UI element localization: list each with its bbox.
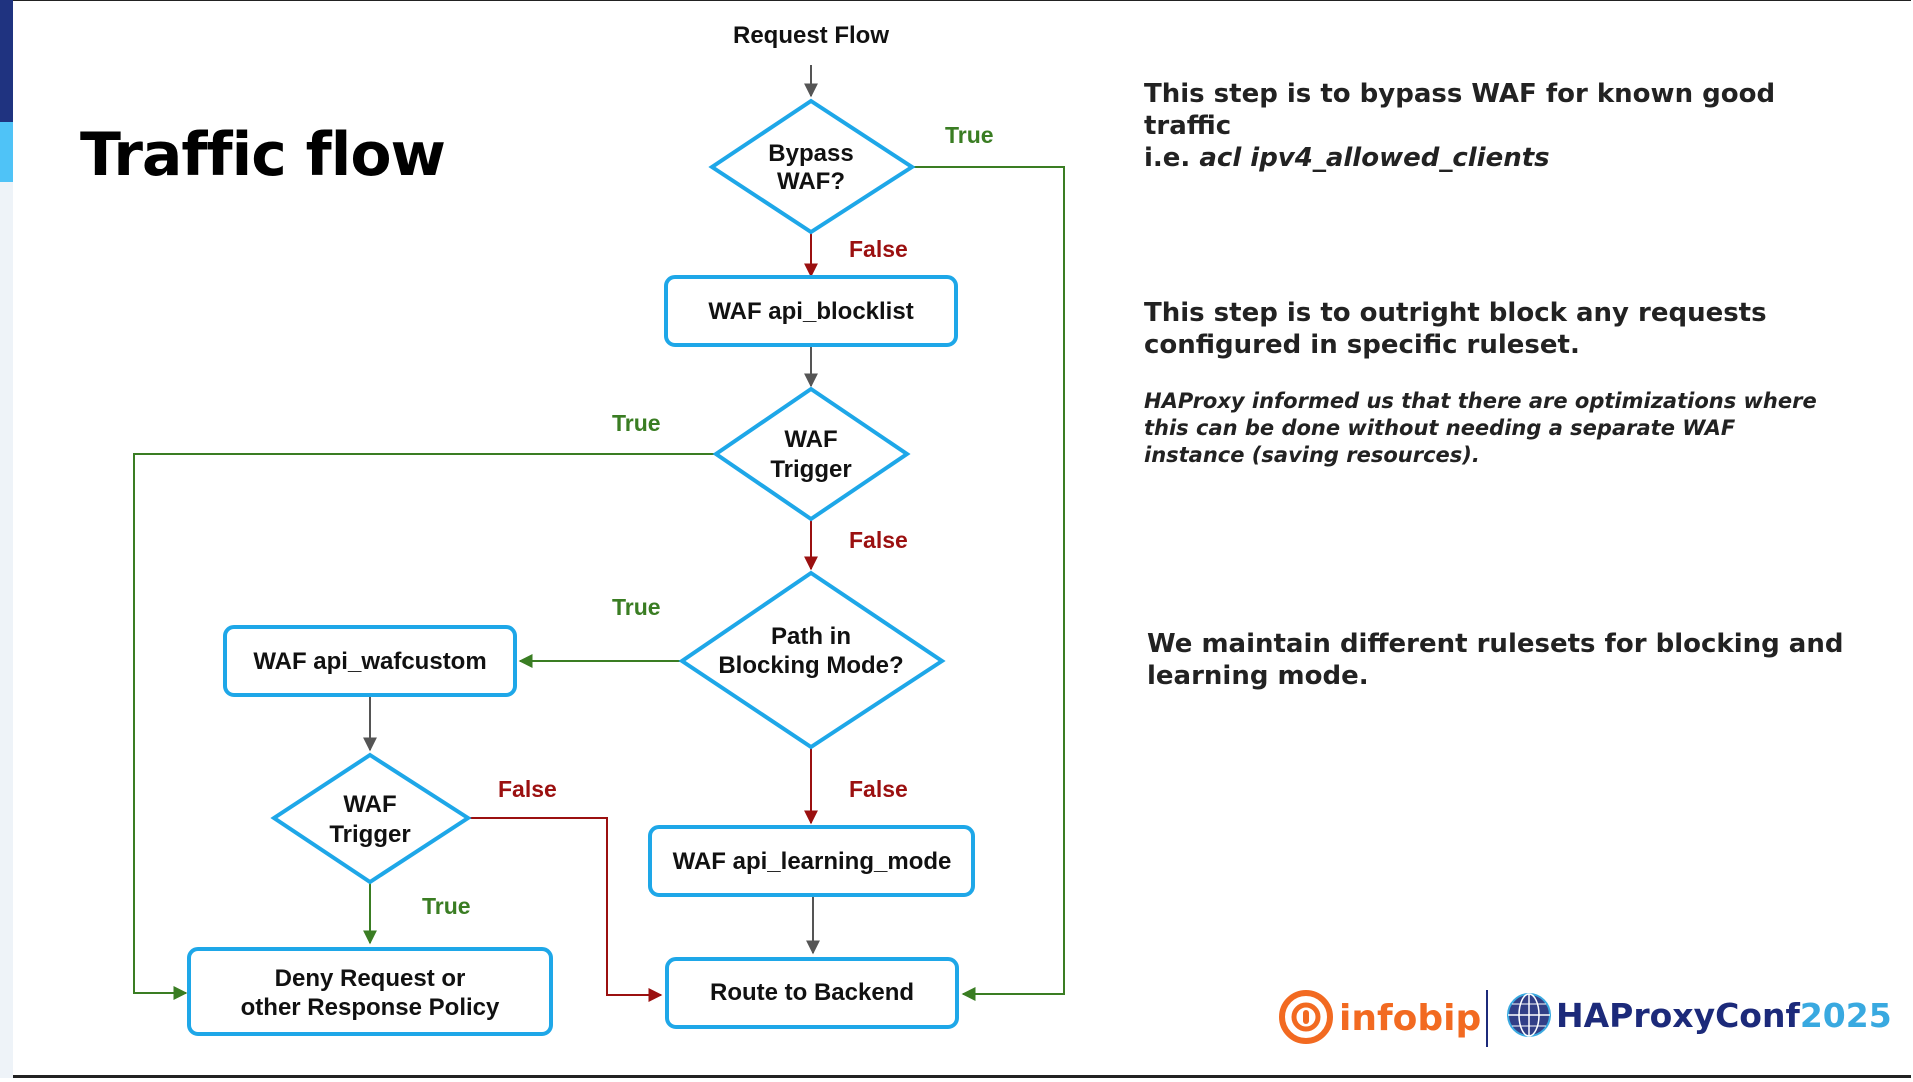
process-blocklist: WAF api_blocklist xyxy=(664,275,958,347)
decision-waf-trigger-2: WAF Trigger xyxy=(270,752,472,885)
label-bypass-false: False xyxy=(849,236,908,262)
accent-strip-navy xyxy=(0,0,13,122)
infobip-ring-icon xyxy=(1279,990,1333,1044)
process-wafcustom: WAF api_wafcustom xyxy=(223,625,517,697)
edge-trigger2-false xyxy=(468,817,663,1002)
label-trigger2-false: False xyxy=(498,776,557,802)
label-path-false: False xyxy=(849,776,908,802)
haproxyconf-logo: HAProxyConf2025 xyxy=(1507,993,1892,1037)
decision-bypass-line2: WAF? xyxy=(777,168,845,195)
label-path-true: True xyxy=(612,594,661,620)
edge-trigger1-true xyxy=(133,453,716,1000)
label-trigger1-true: True xyxy=(612,410,661,436)
process-learning-mode: WAF api_learning_mode xyxy=(648,825,975,897)
note-bypass-acl: acl ipv4_allowed_clients xyxy=(1199,143,1550,173)
decision-waf-trigger-1: WAF Trigger xyxy=(712,386,911,522)
haproxyconf-year: 2025 xyxy=(1800,996,1892,1035)
decision-path-line2: Blocking Mode? xyxy=(718,652,903,679)
note-haproxy-line2: this can be done without needing a separ… xyxy=(1144,416,1736,440)
note-bypass-prefix: i.e. xyxy=(1144,143,1200,173)
note-bypass-line3: i.e. acl ipv4_allowed_clients xyxy=(1144,142,1864,174)
note-bypass-line2: traffic xyxy=(1144,111,1232,141)
note-rulesets-line2: learning mode. xyxy=(1147,661,1369,691)
terminal-deny-request: Deny Request or other Response Policy xyxy=(187,947,553,1036)
note-bypass-line1: This step is to bypass WAF for known goo… xyxy=(1144,79,1776,109)
label-trigger2-true: True xyxy=(422,893,471,919)
decision-bypass-line1: Bypass xyxy=(768,140,853,167)
slide-title: Traffic flow xyxy=(80,120,446,190)
edge-labels: True False True False True False False T… xyxy=(422,122,994,919)
edge-bypass-true xyxy=(912,166,1065,1001)
label-bypass-true: True xyxy=(945,122,994,148)
process-learning-label: WAF api_learning_mode xyxy=(673,848,952,875)
terminal-backend-label: Route to Backend xyxy=(710,979,914,1006)
terminal-deny-line1: Deny Request or xyxy=(275,965,466,992)
note-bypass: This step is to bypass WAF for known goo… xyxy=(1144,78,1864,174)
start-label: Request Flow xyxy=(733,22,889,49)
terminal-deny-line2: other Response Policy xyxy=(241,994,500,1021)
note-haproxy-line1: HAProxy informed us that there are optim… xyxy=(1144,389,1817,413)
note-blocklist-line1: This step is to outright block any reque… xyxy=(1144,298,1767,328)
process-wafcustom-label: WAF api_wafcustom xyxy=(253,648,486,675)
nodes: Request Flow Bypass WAF? WAF api_blockli… xyxy=(187,22,975,1036)
decision-bypass-waf: Bypass WAF? xyxy=(708,98,916,235)
note-rulesets: We maintain different rulesets for block… xyxy=(1147,628,1867,692)
haproxyconf-name: HAProxyConf xyxy=(1556,996,1800,1035)
process-blocklist-label: WAF api_blocklist xyxy=(708,298,913,325)
note-haproxy-line3: instance (saving resources). xyxy=(1144,443,1480,467)
decision-path-blocking-mode: Path in Blocking Mode? xyxy=(678,570,946,750)
decision-trigger2-line2: Trigger xyxy=(329,821,410,848)
infobip-logo: infobip xyxy=(1279,990,1481,1044)
decision-trigger1-line2: Trigger xyxy=(770,456,851,483)
note-blocklist: This step is to outright block any reque… xyxy=(1144,297,1864,361)
accent-strip-pale xyxy=(0,182,13,1078)
haproxyconf-wordmark: HAProxyConf2025 xyxy=(1556,996,1892,1035)
terminal-route-backend: Route to Backend xyxy=(665,957,959,1029)
note-blocklist-line2: configured in specific ruleset. xyxy=(1144,330,1580,360)
decision-path-line1: Path in xyxy=(771,623,851,650)
infobip-wordmark: infobip xyxy=(1339,998,1481,1039)
accent-strip-sky xyxy=(0,122,13,182)
footer-logos: infobip HAProxyConf2025 xyxy=(1279,990,1892,1047)
edges xyxy=(133,65,1065,1002)
note-haproxy-optimization: HAProxy informed us that there are optim… xyxy=(1144,388,1884,469)
haproxy-globe-icon xyxy=(1507,993,1551,1037)
label-trigger1-false: False xyxy=(849,527,908,553)
note-rulesets-line1: We maintain different rulesets for block… xyxy=(1147,629,1844,659)
decision-trigger2-line1: WAF xyxy=(343,791,396,818)
decision-trigger1-line1: WAF xyxy=(784,426,837,453)
